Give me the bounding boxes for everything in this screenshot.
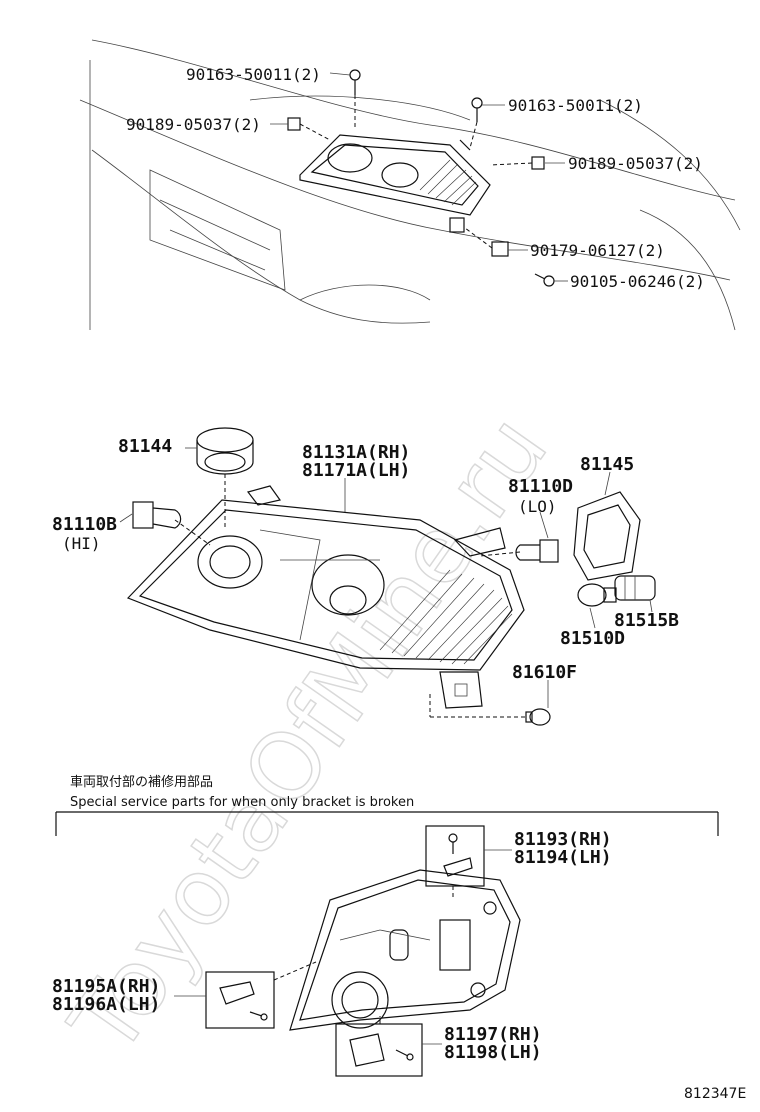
section-note-japanese: 車両取付部の補修用部品 [70,775,213,790]
bracket-top-box [425,825,485,887]
section-bracket-divider [55,811,719,836]
bulb-small-icon [577,583,617,607]
bulb-lo-note: (LO) [518,497,557,516]
bracket-bottom-box [335,1023,423,1077]
bulb-hi-note: (HI) [62,534,101,553]
part-number-bracket-top-lh: 81194(LH) [514,847,612,868]
vehicle-front-illustration [79,39,741,331]
clip-icon [491,241,509,257]
part-number-bracket-bottom-rh: 81197(RH) [444,1024,542,1045]
part-number-bulb-side: 81610F [512,662,577,683]
figure-code: 812347E [684,1086,746,1102]
part-number-clip: 90179-06127(2) [530,241,665,260]
part-number-socket-cover: 81144 [118,436,172,457]
screw-icon [471,97,483,122]
part-number-socket: 81515B [614,610,679,631]
part-number-bracket-left-rh: 81195A(RH) [52,976,160,997]
headlamp-assembly [126,485,525,709]
part-number-rear-cover: 81145 [580,454,634,475]
headlamp-unit-top [299,134,491,233]
part-number-bracket-left-lh: 81196A(LH) [52,994,160,1015]
watermark: ToyotaOfMine.ru [50,397,568,1074]
part-number-bulb-lo: 81110D [508,476,573,497]
nut-icon [531,156,545,170]
section-note-english: Special service parts for when only brac… [70,795,414,810]
part-number-screw-right: 90163-50011(2) [508,96,643,115]
bulb-hi-icon [132,501,182,529]
part-number-bulb-small: 81510D [560,628,625,649]
part-number-screw-left: 90163-50011(2) [186,65,321,84]
rear-cover-icon [573,491,641,581]
headlamp-rear-view [289,869,521,1031]
bulb-lo-icon [515,539,559,563]
part-number-bulb-hi: 81110B [52,514,117,535]
socket-icon [614,575,656,601]
part-number-nut-right: 90189-05037(2) [568,154,703,173]
part-number-bolt: 90105-06246(2) [570,272,705,291]
part-number-unit-rh: 81131A(RH) [302,442,410,463]
screw-icon [349,69,361,95]
bolt-icon [534,273,555,287]
part-number-nut-left: 90189-05037(2) [126,115,261,134]
bulb-side-icon [525,708,551,726]
part-number-bracket-top-rh: 81193(RH) [514,829,612,850]
part-number-bracket-bottom-lh: 81198(LH) [444,1042,542,1063]
part-number-unit-lh: 81171A(LH) [302,460,410,481]
nut-icon [287,117,301,131]
socket-cover-icon [196,427,254,475]
bracket-left-box [205,971,275,1029]
